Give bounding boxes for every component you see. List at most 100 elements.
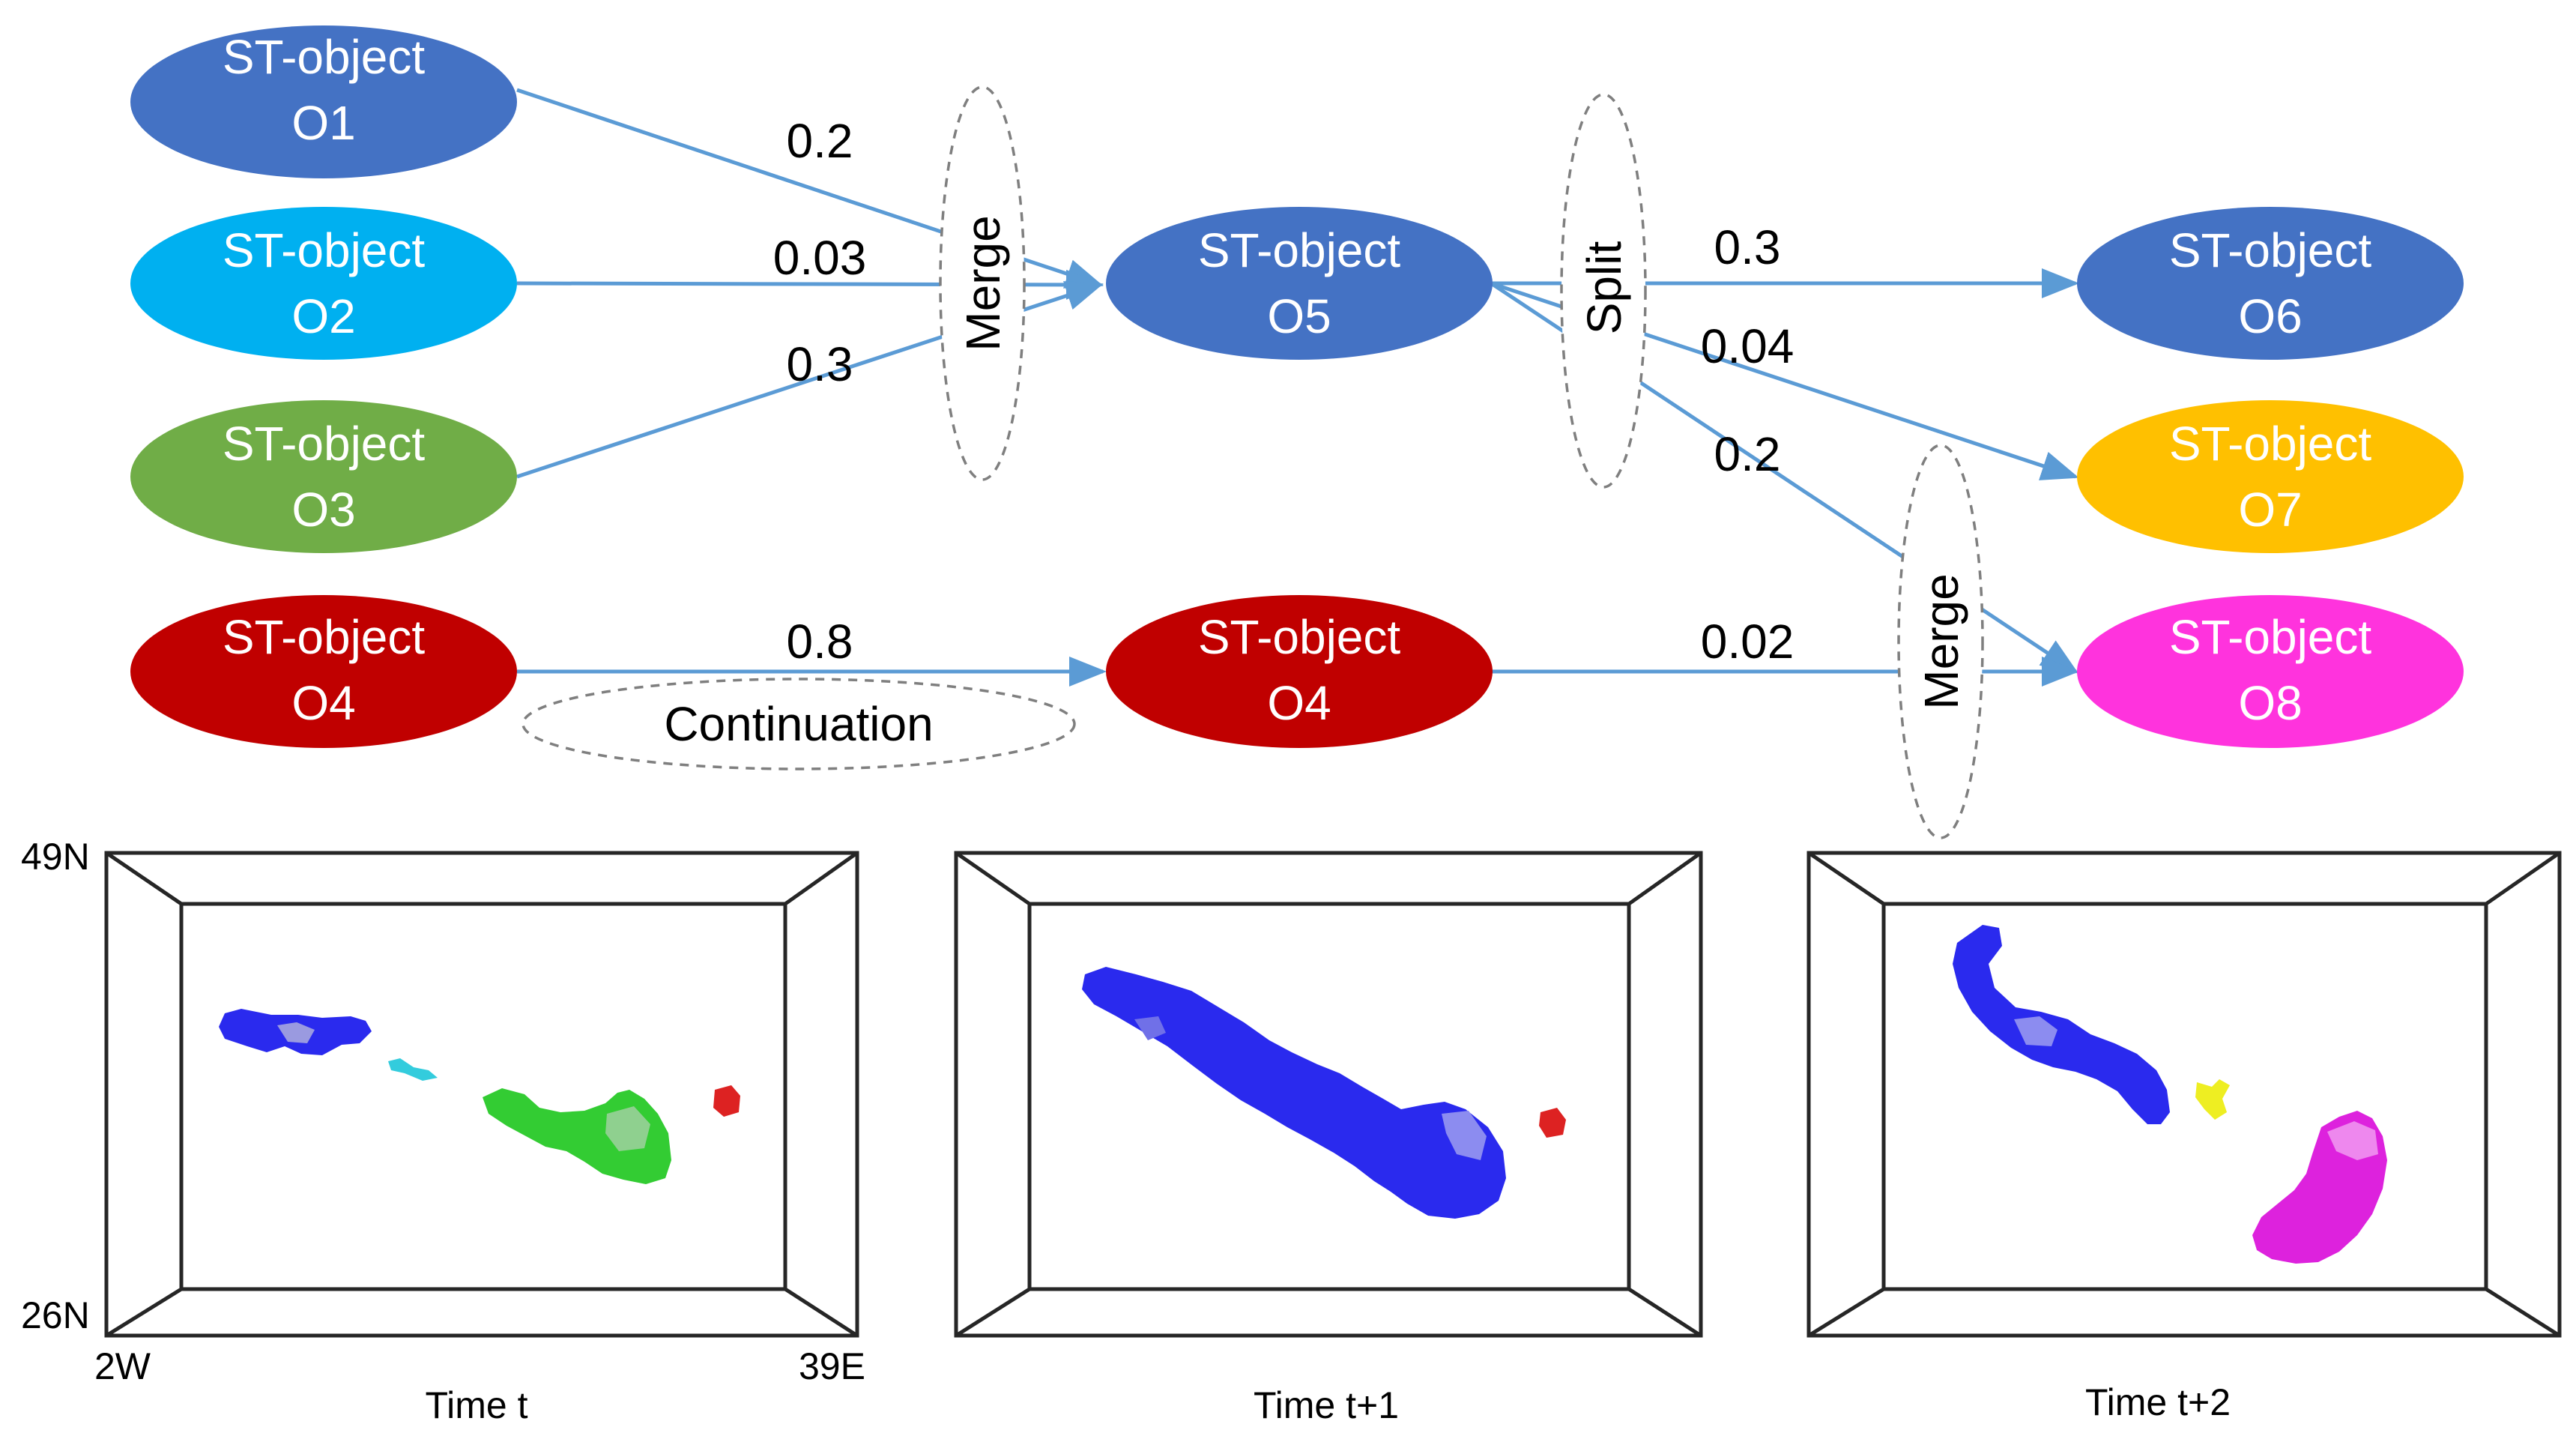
node-o4-mid: ST-object O4 xyxy=(1106,595,1493,748)
node-o4-mid-line2: O4 xyxy=(1267,676,1331,730)
node-o7-line1: ST-object xyxy=(2169,417,2372,471)
panel-time-t-inner xyxy=(179,902,787,1291)
weights: 0.2 0.03 0.3 0.8 0.3 0.04 0.2 0.02 xyxy=(773,114,1795,669)
weight-o2-o5: 0.03 xyxy=(773,231,867,285)
merge-right-label: Merge xyxy=(1914,573,1968,709)
operations: Merge Split Merge Continuation xyxy=(521,85,1984,839)
merge-right-op: Merge xyxy=(1897,444,1984,839)
panel-time-t1-edge-br xyxy=(1627,1287,1702,1338)
weight-o4-o4: 0.8 xyxy=(787,615,853,669)
blob-o4 xyxy=(713,1085,740,1117)
blob-o5 xyxy=(1082,967,1506,1219)
lat-bottom-label: 26N xyxy=(21,1294,90,1336)
node-o4-left-shape xyxy=(130,595,517,748)
node-o1-line1: ST-object xyxy=(223,30,426,84)
panel-captions: Time t Time t+1 Time t+2 xyxy=(425,1381,2231,1426)
panel-time-t2-objects xyxy=(1953,925,2387,1264)
node-o5-line1: ST-object xyxy=(1198,223,1401,277)
panel-time-t-edge-tl xyxy=(105,851,183,906)
axis-labels: 49N 26N 2W 39E xyxy=(21,836,865,1387)
caption-time-t2: Time t+2 xyxy=(2085,1381,2231,1423)
node-o2: ST-object O2 xyxy=(130,207,517,360)
node-o4-left-line1: ST-object xyxy=(223,610,426,664)
blob-o5-highlight-2 xyxy=(1134,1016,1166,1040)
continuation-ellipse xyxy=(521,678,1076,770)
node-o8: ST-object O8 xyxy=(2077,595,2464,748)
nodes: ST-object O1 ST-object O2 ST-object O3 S… xyxy=(130,25,2464,748)
blob-o6-highlight xyxy=(2014,1016,2058,1046)
panel-time-t2-inner xyxy=(1881,902,2488,1291)
lon-left-label: 2W xyxy=(94,1345,151,1387)
node-o1-shape xyxy=(130,25,517,178)
node-o6-line1: ST-object xyxy=(2169,223,2372,277)
blob-o4-t1 xyxy=(1539,1108,1566,1138)
caption-time-t1: Time t+1 xyxy=(1254,1384,1399,1426)
node-o3-line1: ST-object xyxy=(223,417,426,471)
panel-time-t2-edge-bl xyxy=(1807,1287,1885,1338)
blob-o8-highlight xyxy=(2327,1121,2378,1160)
node-o8-line1: ST-object xyxy=(2169,610,2372,664)
blob-o3-highlight xyxy=(605,1106,650,1151)
node-o5: ST-object O5 xyxy=(1106,207,1493,360)
node-o1-line2: O1 xyxy=(291,96,355,150)
merge-left-op: Merge xyxy=(939,85,1026,481)
panel-time-t xyxy=(104,851,859,1338)
node-o6-line2: O6 xyxy=(2238,289,2302,343)
continuation-op: Continuation xyxy=(521,678,1076,770)
panel-time-t2-outer xyxy=(1806,851,2562,1338)
panel-time-t2-edge-tl xyxy=(1807,851,1885,906)
panel-time-t-objects xyxy=(219,1009,740,1184)
caption-time-t: Time t xyxy=(425,1384,527,1426)
node-o2-line2: O2 xyxy=(291,289,355,343)
node-o3-line2: O3 xyxy=(291,483,355,537)
panel-time-t-outer xyxy=(104,851,859,1338)
lon-right-label: 39E xyxy=(799,1345,865,1387)
continuation-label: Continuation xyxy=(664,697,933,751)
split-ellipse xyxy=(1560,93,1647,489)
panel-time-t1-objects xyxy=(1082,967,1566,1219)
merge-right-ellipse xyxy=(1897,444,1984,839)
panel-time-t2-edge-br xyxy=(2485,1287,2561,1338)
node-o7-line2: O7 xyxy=(2238,483,2302,537)
blob-o5-highlight xyxy=(1442,1111,1487,1160)
node-o3: ST-object O3 xyxy=(130,400,517,553)
node-o2-line1: ST-object xyxy=(223,223,426,277)
node-o2-shape xyxy=(130,207,517,360)
panel-time-t1 xyxy=(954,851,1703,1338)
node-o6-shape xyxy=(2077,207,2464,360)
weight-o5-o7: 0.04 xyxy=(1701,319,1795,373)
panel-time-t-edge-tr xyxy=(784,851,859,906)
blob-o2 xyxy=(388,1058,438,1081)
merge-left-label: Merge xyxy=(956,215,1010,351)
edges xyxy=(516,88,2079,687)
panel-time-t-edge-bl xyxy=(105,1287,183,1338)
weight-o3-o5: 0.3 xyxy=(787,337,853,391)
weight-o5-o8: 0.2 xyxy=(1714,427,1781,481)
blob-o1-highlight xyxy=(277,1022,315,1043)
blob-o7 xyxy=(2195,1079,2230,1120)
node-o5-shape xyxy=(1106,207,1493,360)
panel-time-t2-edge-tr xyxy=(2485,851,2561,906)
node-o4-mid-line1: ST-object xyxy=(1198,610,1401,664)
node-o5-line2: O5 xyxy=(1267,289,1331,343)
panel-time-t1-edge-tl xyxy=(955,851,1031,906)
node-o8-shape xyxy=(2077,595,2464,748)
node-o1: ST-object O1 xyxy=(130,25,517,178)
panel-time-t1-edge-bl xyxy=(955,1287,1031,1338)
panel-time-t1-edge-tr xyxy=(1627,851,1702,906)
split-label: Split xyxy=(1577,241,1631,335)
node-o4-left: ST-object O4 xyxy=(130,595,517,748)
blob-o6 xyxy=(1953,925,2170,1124)
panel-time-t-edge-br xyxy=(784,1287,859,1338)
merge-left-ellipse xyxy=(939,85,1026,481)
lat-top-label: 49N xyxy=(21,836,90,878)
node-o3-shape xyxy=(130,400,517,553)
node-o8-line2: O8 xyxy=(2238,676,2302,730)
node-o4-left-line2: O4 xyxy=(291,676,355,730)
panel-time-t2 xyxy=(1806,851,2562,1338)
weight-o1-o5: 0.2 xyxy=(787,114,853,168)
weight-o4-o8: 0.02 xyxy=(1701,615,1795,669)
node-o7: ST-object O7 xyxy=(2077,400,2464,553)
node-o7-shape xyxy=(2077,400,2464,553)
